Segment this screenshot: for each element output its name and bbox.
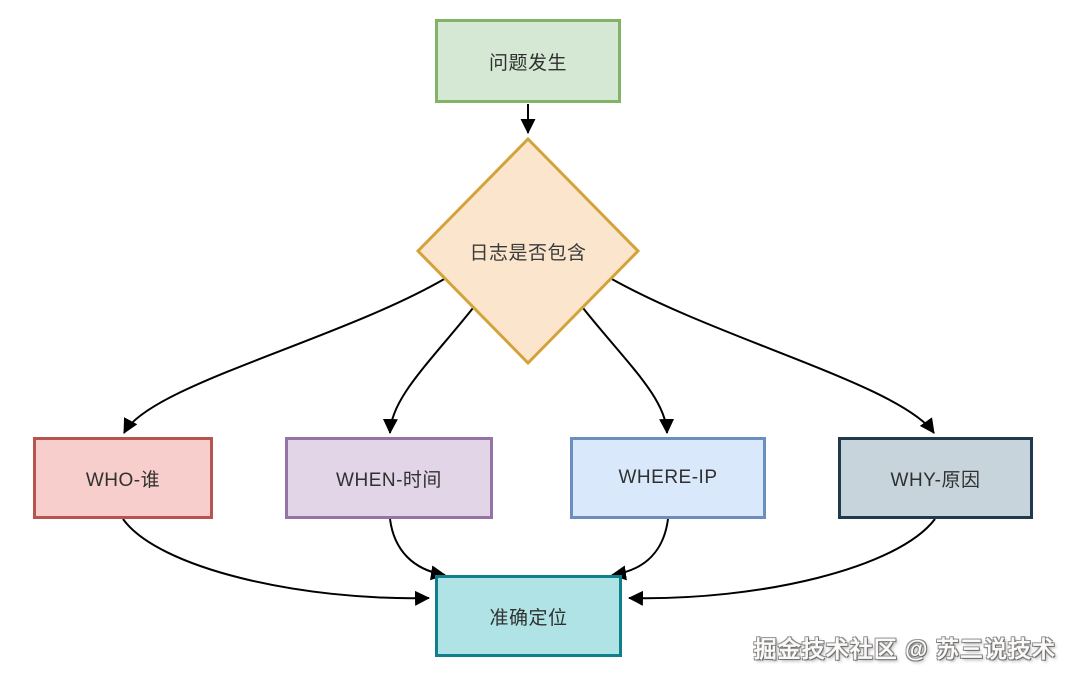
edge-where-locate <box>611 518 669 581</box>
node-why-label: WHY-原因 <box>890 469 981 491</box>
node-who-label: WHO-谁 <box>85 469 161 491</box>
node-locate: 准确定位 <box>435 575 622 657</box>
node-start-label: 问题发生 <box>488 52 567 74</box>
node-start: 问题发生 <box>435 19 621 103</box>
edge-decision-who <box>123 277 447 434</box>
node-where: WHERE-IP <box>570 437 766 519</box>
node-why: WHY-原因 <box>838 437 1033 519</box>
edge-who-locate <box>122 518 430 606</box>
node-when: WHEN-时间 <box>285 437 493 519</box>
node-who: WHO-谁 <box>33 437 213 519</box>
node-decision-shape <box>415 136 641 366</box>
edge-when-locate <box>389 518 446 581</box>
edge-why-locate <box>628 518 936 606</box>
watermark: 掘金技术社区 @ 苏三说技术 <box>754 630 1056 664</box>
edge-decision-when <box>382 307 474 434</box>
node-when-label: WHEN-时间 <box>336 469 442 491</box>
edge-decision-why <box>609 277 935 434</box>
node-locate-label: 准确定位 <box>489 607 568 629</box>
node-where-label: WHERE-IP <box>618 467 718 488</box>
edge-decision-where <box>582 307 675 434</box>
watermark-text: 掘金技术社区 @ 苏三说技术 <box>753 636 1056 662</box>
